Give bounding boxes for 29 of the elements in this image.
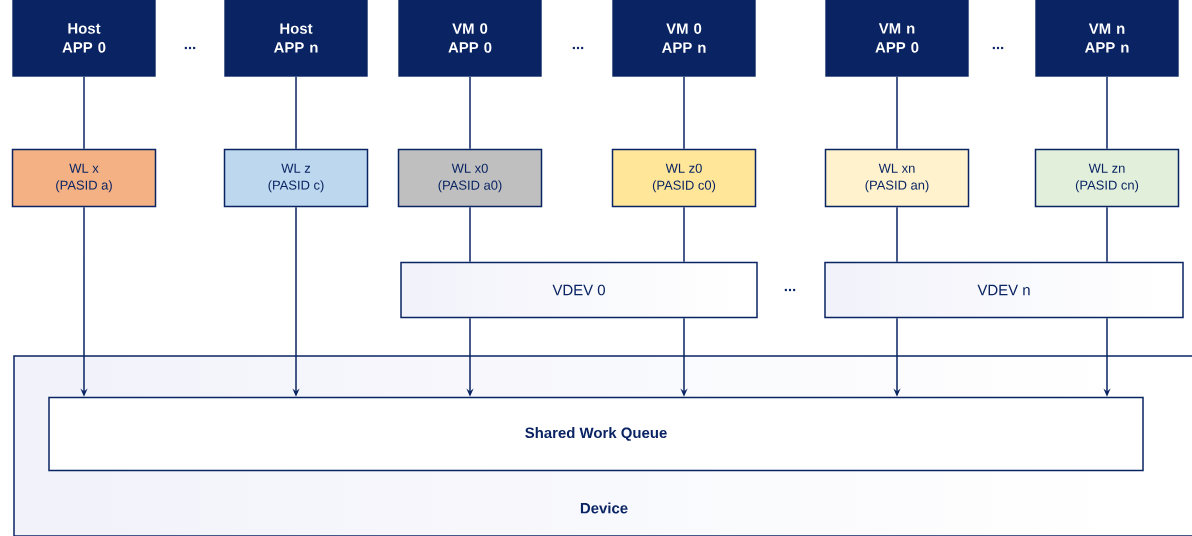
connector-line: [1106, 75, 1108, 150]
connector-line: [896, 206, 898, 263]
ellipsis: ...: [784, 288, 796, 292]
connector-line: [83, 75, 85, 150]
vdev-box: VDEV n: [824, 261, 1184, 319]
ellipsis: ...: [992, 46, 1004, 50]
app-box: VM 0 APP 0: [398, 0, 542, 77]
connector-line: [683, 206, 685, 263]
queue-box: Shared Work Queue: [48, 396, 1144, 472]
app-box: VM n APP n: [1035, 0, 1179, 77]
app-box: Host APP n: [224, 0, 368, 77]
workload-box: WL x (PASID a): [11, 148, 157, 208]
workload-box: WL x0 (PASID a0): [397, 148, 543, 208]
workload-box: WL xn (PASID an): [824, 148, 970, 208]
vdev-box: VDEV 0: [400, 261, 758, 319]
ellipsis: ...: [572, 46, 584, 50]
app-box: VM 0 APP n: [612, 0, 756, 77]
connector-line: [469, 75, 471, 150]
workload-box: WL z (PASID c): [223, 148, 369, 208]
connector-line: [295, 75, 297, 150]
app-box: Host APP 0: [12, 0, 156, 77]
ellipsis: ...: [184, 46, 196, 50]
connector-line: [1106, 206, 1108, 263]
workload-box: WL zn (PASID cn): [1034, 148, 1180, 208]
connector-line: [469, 206, 471, 263]
workload-box: WL z0 (PASID c0): [611, 148, 757, 208]
connector-line: [896, 75, 898, 150]
app-box: VM n APP 0: [825, 0, 969, 77]
connector-line: [683, 75, 685, 150]
